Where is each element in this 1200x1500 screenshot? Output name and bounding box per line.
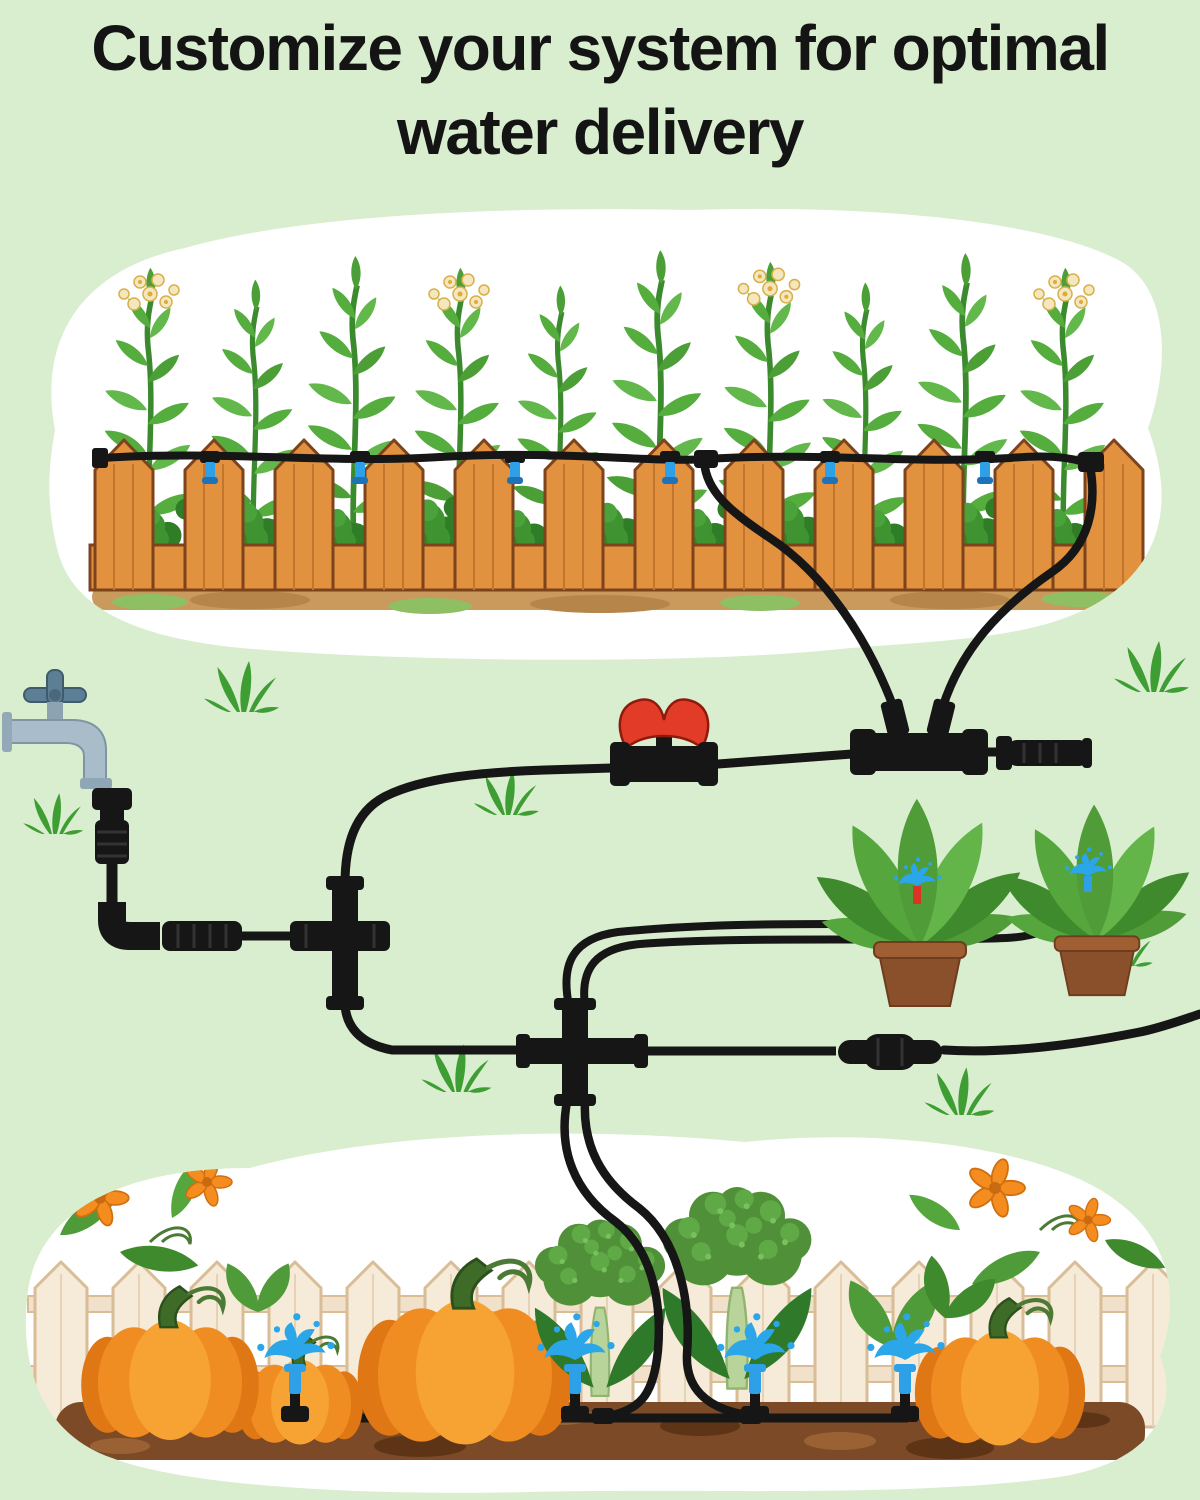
faucet-handle-hub [49, 689, 61, 701]
pumpkin-vine-right [904, 1156, 1169, 1292]
fence-picket [453, 438, 515, 592]
fence-picket [993, 438, 1055, 592]
faucet-stem [47, 702, 63, 720]
manifold-tee-connector [290, 876, 390, 1010]
pumpkin-vine-left [52, 1154, 233, 1282]
patch-feed-line-left [560, 1097, 664, 1421]
bed-inlet-fitting-left [694, 450, 718, 468]
headline-line2: water delivery [397, 96, 804, 169]
barbed-coupler [162, 921, 242, 951]
headline-line1: Customize your system for optimal [91, 12, 1110, 84]
bed-soil-patches [112, 591, 1118, 614]
fence-picket [273, 438, 335, 592]
patch-tee-fitting [740, 1408, 762, 1424]
faucet-spout-collar [80, 778, 112, 789]
tube-lower-right [939, 1009, 1200, 1056]
tube-valve-to-tee [713, 749, 857, 769]
end-plug [996, 736, 1092, 770]
raised-garden-bed [88, 250, 1145, 614]
faucet-adapter-stack [92, 788, 132, 864]
inline-coupler [838, 1034, 942, 1070]
elbow-connector [98, 902, 160, 950]
valve-body [622, 746, 708, 782]
patch-feed-line-right [580, 1097, 752, 1420]
potted-plant-right [994, 805, 1199, 996]
branch-line-right [938, 461, 1097, 711]
tube-to-valve [340, 763, 617, 889]
shut-off-valve [610, 698, 718, 786]
pot-dripper-blue [1064, 847, 1113, 892]
bed-inlet-fitting-right [1078, 452, 1104, 472]
branch-line-left [700, 463, 898, 711]
fence-picket [543, 438, 605, 592]
potted-plant-left [808, 799, 1031, 1006]
faucet [2, 669, 112, 789]
double-branch-tee [850, 698, 988, 775]
end-cap [92, 448, 108, 468]
patch-tee-fitting [592, 1408, 614, 1424]
pot-dripper-red [893, 857, 942, 904]
bed-bottom-plank [88, 543, 1144, 592]
headline: Customize your system for optimal water d… [0, 6, 1200, 175]
faucet-flange [2, 712, 12, 752]
